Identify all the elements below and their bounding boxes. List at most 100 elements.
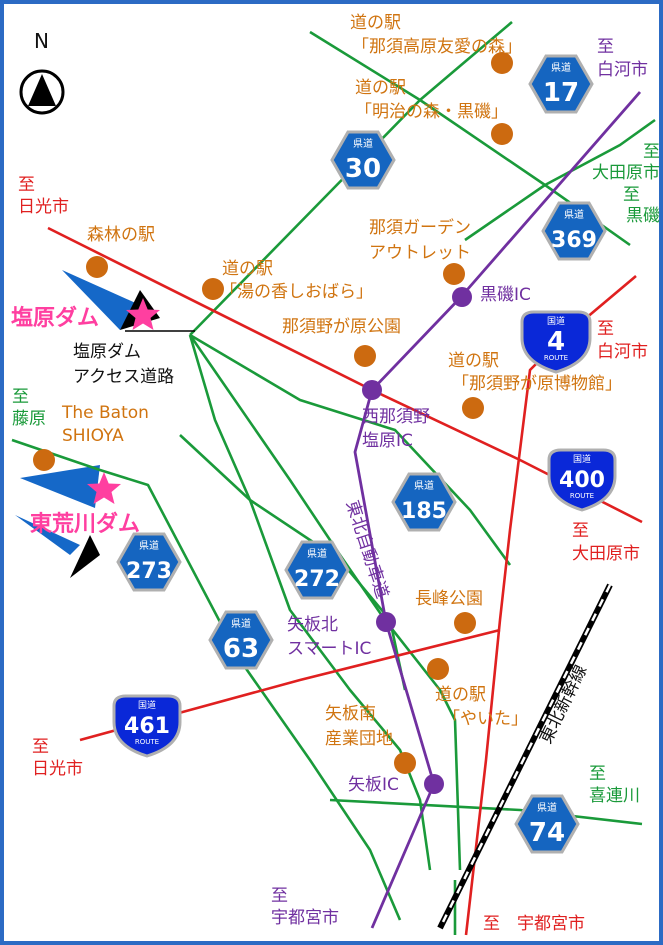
svg-text:63: 63 — [223, 634, 259, 664]
svg-text:国道: 国道 — [573, 453, 591, 465]
svg-text:県道: 県道 — [537, 801, 557, 814]
higashiarakawa-dam-lake — [15, 465, 100, 578]
shield-r17: 県道 17 — [528, 54, 594, 114]
the-baton-line2: SHIOYA — [62, 425, 124, 446]
compass-icon — [19, 69, 65, 115]
direction-nikko-top-line1: 至 — [18, 175, 35, 195]
direction-fujiwara-line1: 至 — [12, 387, 29, 407]
direction-otawara-mid: 至 大田原市 — [572, 520, 640, 566]
direction-shirakawa-top-line2: 白河市 — [597, 59, 648, 80]
poi-meiji-icon — [491, 123, 513, 145]
yaitaminami-line1: 矢板南 — [325, 704, 376, 724]
nishinasuno-ic-marker — [362, 380, 382, 400]
direction-shirakawa-mid: 至 白河市 — [597, 318, 648, 364]
poi-yaitaminami-icon — [394, 752, 416, 774]
direction-shirakawa-top: 至 白河市 — [597, 36, 648, 82]
the-baton-label: The Baton SHIOYA — [62, 402, 149, 448]
michinoeki-meiji-line1: 道の駅 — [355, 78, 406, 98]
tohoku-expressway — [353, 91, 642, 929]
svg-text:県道: 県道 — [551, 61, 571, 74]
tohoku-shinkansen-line — [437, 583, 613, 930]
michinoeki-hakubutsukan-line1: 道の駅 — [448, 351, 499, 371]
shiobara-dam-label: 塩原ダム — [11, 306, 100, 331]
direction-nikko-top-line2: 日光市 — [18, 197, 69, 218]
higashiarakawa-dam-star-icon — [87, 472, 121, 504]
yaita-ic-label: 矢板IC — [348, 775, 399, 795]
svg-text:273: 273 — [126, 559, 172, 584]
svg-text:74: 74 — [529, 818, 565, 848]
compass-label: N — [34, 29, 49, 53]
direction-kitsuregawa-line2: 喜連川 — [589, 786, 640, 807]
yaitakita-ic-marker — [376, 612, 396, 632]
shield-r369: 県道 369 — [541, 201, 607, 261]
svg-text:国道: 国道 — [547, 315, 565, 327]
michinoeki-nasukogen-line1: 道の駅 — [350, 13, 401, 33]
yaitakita-ic-line2: スマートIC — [287, 638, 372, 659]
higashiarakawa-dam-label: 東荒川ダム — [30, 512, 141, 537]
svg-text:県道: 県道 — [231, 617, 251, 630]
kuroiso-ic-marker — [452, 287, 472, 307]
kuroiso-ic-label: 黒磯IC — [480, 285, 531, 305]
direction-utsunomiya-right: 至 宇都宮市 — [483, 914, 585, 934]
poi-baton-icon — [33, 449, 55, 471]
yaitakita-ic-label: 矢板北 スマートIC — [287, 614, 371, 662]
michinoeki-yaita-line2: 「やいた」 — [443, 708, 528, 729]
shinrin-no-eki-label: 森林の駅 — [87, 225, 155, 245]
direction-utsunomiya-left: 至 宇都宮市 — [271, 885, 339, 929]
shiobara-dam-star-icon — [126, 298, 160, 330]
shield-r74: 県道 74 — [514, 794, 580, 854]
shield-r273: 県道 273 — [116, 532, 182, 592]
poi-yaita-eki-icon — [427, 658, 449, 680]
michinoeki-yunoka-line1: 道の駅 — [222, 259, 273, 279]
svg-text:461: 461 — [124, 714, 170, 739]
michinoeki-nasukogen-label: 道の駅 「那須高原友愛の森」 — [350, 12, 522, 60]
svg-text:県道: 県道 — [564, 208, 584, 221]
michinoeki-nasukogen-line2: 「那須高原友愛の森」 — [352, 36, 522, 57]
svg-text:4: 4 — [547, 327, 565, 357]
direction-otawara-kuroiso: 至 大田原市 至 黒磯 — [574, 142, 660, 227]
direction-shirakawa-mid-line2: 白河市 — [597, 341, 648, 362]
nagamine-park-label: 長峰公園 — [415, 589, 483, 609]
yaitaminami-line2: 産業団地 — [325, 728, 393, 749]
access-road-line2: アクセス道路 — [73, 366, 175, 387]
svg-text:185: 185 — [401, 499, 447, 524]
svg-text:ROUTE: ROUTE — [544, 354, 568, 362]
svg-text:ROUTE: ROUTE — [135, 738, 159, 746]
direction-nikko-top: 至 日光市 — [18, 174, 69, 218]
poi-outlet-icon — [443, 263, 465, 285]
direction-otawara-kuroiso-line3: 至 — [623, 184, 640, 205]
direction-utsunomiya-left-line2: 宇都宮市 — [271, 908, 339, 929]
shield-n461: 国道 461 ROUTE — [112, 694, 182, 758]
direction-otawara-kuroiso-line1: 至 — [643, 142, 660, 162]
direction-nikko-bottom-line1: 至 — [32, 737, 49, 757]
michinoeki-yunoka-line2: 「湯の香しおばら」 — [220, 281, 373, 302]
svg-text:30: 30 — [345, 154, 381, 184]
direction-otawara-kuroiso-line4: 黒磯 — [626, 205, 660, 226]
direction-kitsuregawa: 至 喜連川 — [589, 763, 640, 807]
yaita-ic-marker — [424, 774, 444, 794]
michinoeki-hakubutsukan-label: 道の駅 「那須野が原博物館」 — [448, 350, 622, 396]
direction-utsunomiya-left-line1: 至 — [271, 886, 288, 906]
direction-shirakawa-mid-line1: 至 — [597, 319, 614, 339]
svg-text:ROUTE: ROUTE — [570, 492, 594, 500]
shield-r185: 県道 185 — [391, 472, 457, 532]
nasunogahara-park-label: 那須野が原公園 — [282, 317, 401, 337]
svg-text:県道: 県道 — [353, 137, 373, 150]
nasu-garden-outlet-label: 那須ガーデン アウトレット — [369, 216, 471, 265]
poi-nasukogen-icon — [491, 52, 513, 74]
svg-text:272: 272 — [294, 567, 340, 592]
svg-text:17: 17 — [543, 78, 579, 108]
yaitaminami-label: 矢板南 産業団地 — [325, 702, 393, 751]
nishinasuno-ic-line1: 西那須野 — [362, 407, 430, 427]
svg-text:県道: 県道 — [414, 479, 434, 492]
direction-shirakawa-top-line1: 至 — [597, 37, 614, 57]
direction-otawara-kuroiso-line2: 大田原市 — [592, 163, 660, 184]
poi-yunoka-icon — [202, 278, 224, 300]
nasu-garden-outlet-line1: 那須ガーデン — [369, 218, 471, 238]
michinoeki-meiji-line2: 「明治の森・黒磯」 — [355, 101, 508, 122]
svg-text:県道: 県道 — [307, 547, 327, 560]
the-baton-line1: The Baton — [62, 403, 149, 423]
